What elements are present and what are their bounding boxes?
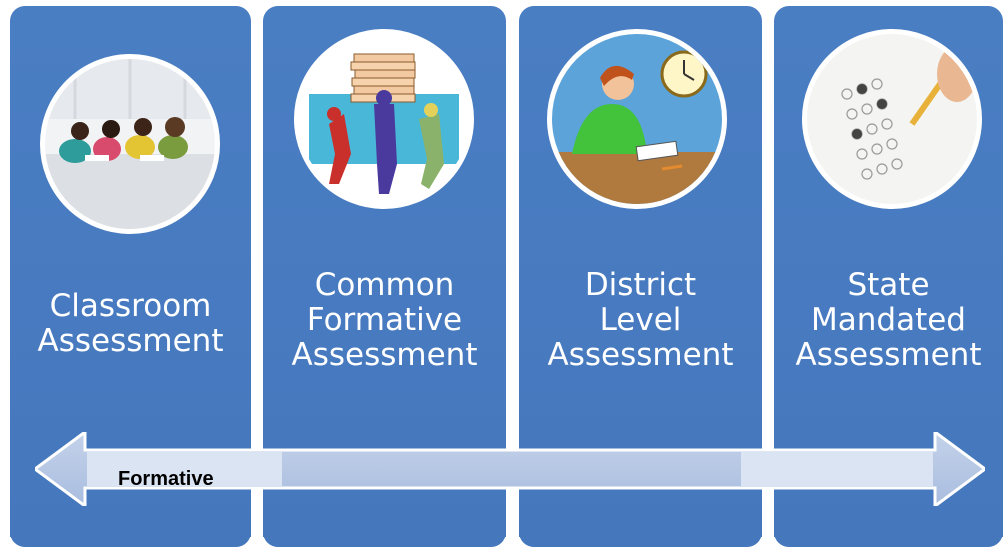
title-line: Assessment xyxy=(547,337,734,373)
arrow-label: Formative xyxy=(118,468,214,490)
title-line: Assessment xyxy=(37,323,224,359)
column-title: Classroom Assessment xyxy=(10,289,251,359)
column-title: State Mandated Assessment xyxy=(774,268,1003,373)
column-classroom-assessment: Classroom Assessment xyxy=(10,6,251,547)
title-line: Level xyxy=(599,302,682,338)
title-line: Assessment xyxy=(291,337,478,373)
title-line: Formative xyxy=(306,302,463,338)
title-line: Common xyxy=(314,267,455,303)
title-line: Assessment xyxy=(795,337,982,373)
title-line: Classroom xyxy=(49,288,212,324)
student-studying-clipart xyxy=(547,29,727,209)
bubble-answer-sheet-photo xyxy=(802,29,982,209)
double-headed-arrow xyxy=(35,432,985,506)
column-title: District Level Assessment xyxy=(519,268,762,373)
title-line: State xyxy=(847,267,930,303)
column-title: Common Formative Assessment xyxy=(263,268,506,373)
title-line: Mandated xyxy=(811,302,966,338)
children-reading-photo xyxy=(40,54,220,234)
title-line: District xyxy=(584,267,697,303)
people-carrying-paper-stack-clipart xyxy=(294,29,474,209)
